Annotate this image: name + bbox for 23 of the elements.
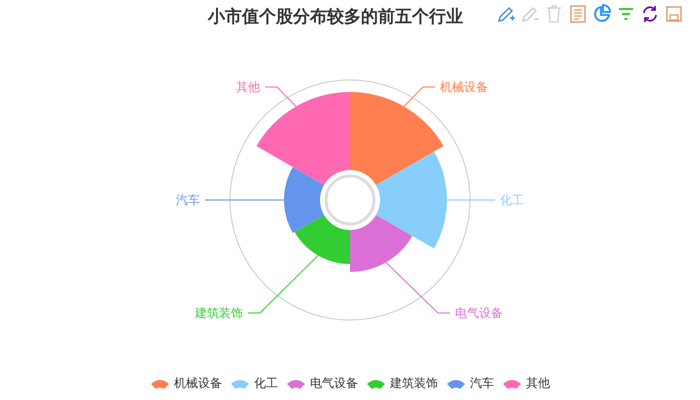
legend-label: 汽车 bbox=[470, 376, 494, 390]
legend-label: 机械设备 bbox=[174, 376, 222, 390]
leader-line bbox=[386, 262, 450, 314]
chart-title: 小市值个股分布较多的前五个行业 bbox=[208, 6, 463, 28]
slice-label: 化工 bbox=[500, 193, 524, 207]
legend-label: 其他 bbox=[526, 376, 550, 390]
rose-sector bbox=[350, 215, 412, 272]
rose-sector bbox=[256, 92, 350, 185]
rose-sector bbox=[376, 152, 447, 248]
legend-label: 化工 bbox=[254, 376, 278, 390]
leader-line bbox=[248, 254, 318, 314]
leader-line bbox=[264, 86, 296, 107]
slice-label: 机械设备 bbox=[440, 80, 488, 94]
legend-label: 建筑装饰 bbox=[390, 376, 438, 390]
slice-label: 电气设备 bbox=[455, 306, 503, 320]
slice-label: 建筑装饰 bbox=[195, 306, 243, 320]
rose-sector bbox=[350, 92, 444, 185]
leader-line bbox=[404, 86, 436, 107]
rose-sector bbox=[294, 215, 350, 264]
slice-label: 其他 bbox=[236, 80, 260, 94]
legend-label: 电气设备 bbox=[310, 376, 358, 390]
slice-label: 汽车 bbox=[176, 193, 200, 207]
rose-sector bbox=[284, 167, 324, 233]
